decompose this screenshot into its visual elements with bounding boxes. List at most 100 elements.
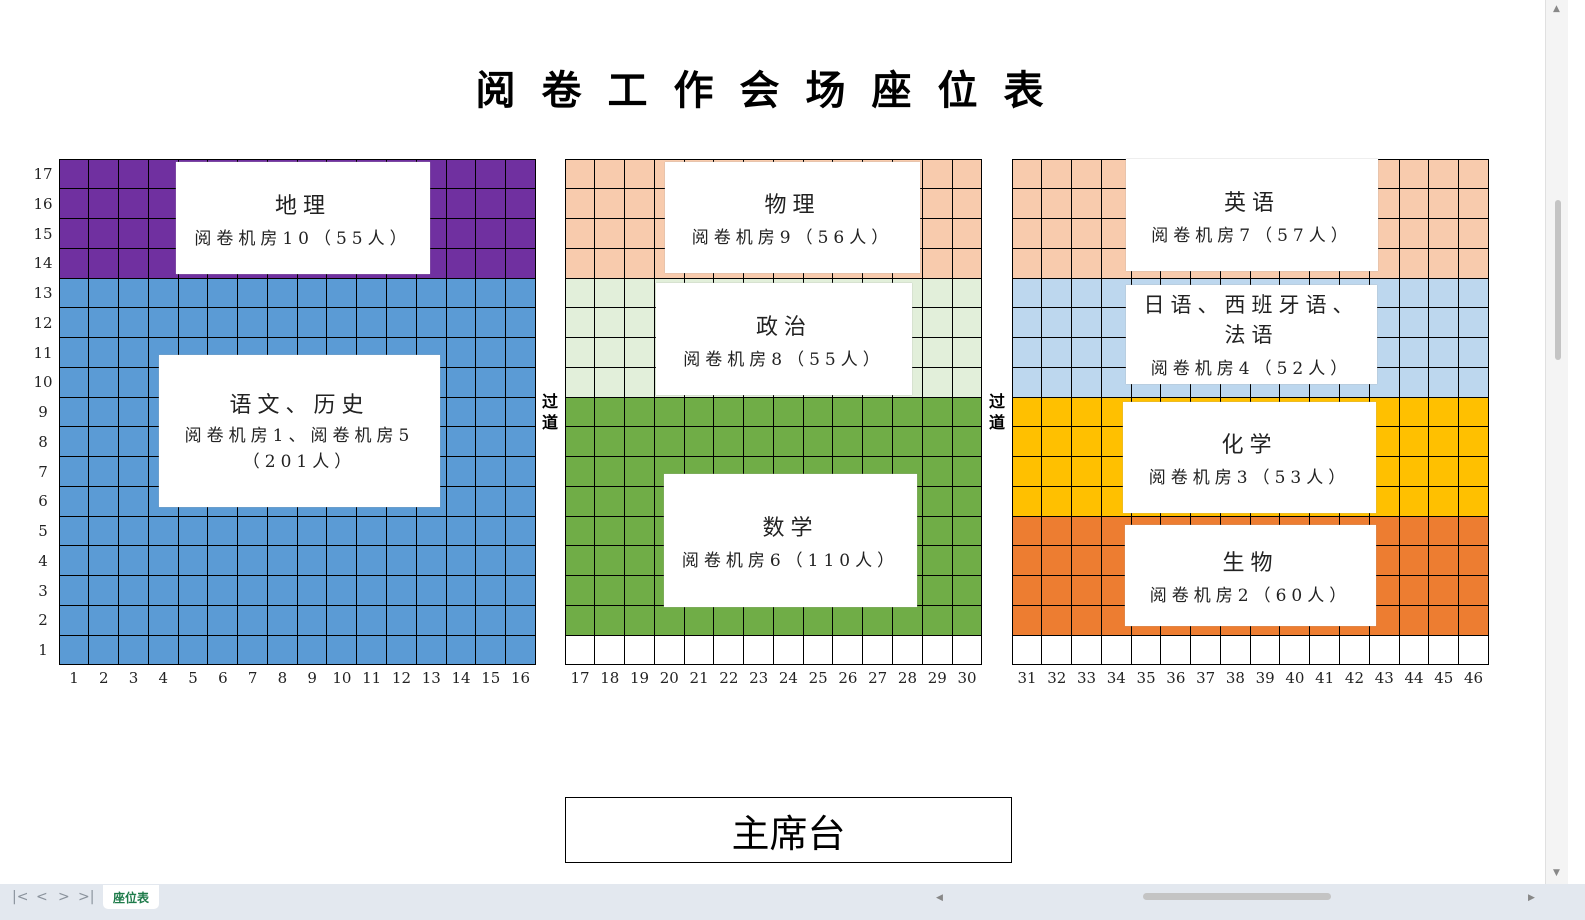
seat-cell[interactable]: [624, 218, 655, 249]
seat-cell[interactable]: [237, 277, 268, 309]
seat-cell[interactable]: [1219, 634, 1251, 666]
seat-cell[interactable]: [951, 575, 983, 606]
seat-cell[interactable]: [624, 307, 655, 339]
seat-cell[interactable]: [88, 545, 120, 577]
scroll-right-icon[interactable]: ▶: [1528, 893, 1535, 903]
seat-cell[interactable]: [385, 545, 417, 577]
seat-cell[interactable]: [58, 634, 90, 666]
seat-cell[interactable]: [743, 396, 774, 428]
seat-cell[interactable]: [266, 604, 298, 636]
seat-cell[interactable]: [683, 396, 715, 428]
seat-cell[interactable]: [1398, 634, 1430, 666]
scroll-down-icon[interactable]: ▼: [1553, 868, 1560, 878]
seat-cell[interactable]: [415, 604, 447, 636]
seat-cell[interactable]: [832, 396, 864, 428]
seat-cell[interactable]: [594, 604, 626, 636]
seat-cell[interactable]: [1458, 634, 1489, 666]
seat-cell[interactable]: [177, 307, 209, 339]
seat-cell[interactable]: [1428, 247, 1460, 279]
seat-cell[interactable]: [58, 366, 90, 398]
seat-cell[interactable]: [475, 545, 507, 577]
seat-cell[interactable]: [1071, 247, 1102, 279]
seat-cell[interactable]: [1428, 158, 1460, 190]
seat-cell[interactable]: [147, 218, 179, 249]
seat-cell[interactable]: [237, 307, 268, 339]
seat-cell[interactable]: [1458, 218, 1489, 249]
seat-cell[interactable]: [951, 158, 983, 190]
seat-cell[interactable]: [1458, 426, 1489, 458]
seat-cell[interactable]: [1428, 515, 1460, 547]
seat-cell[interactable]: [564, 634, 596, 666]
seat-cell[interactable]: [1041, 218, 1073, 249]
last-sheet-icon[interactable]: >|: [78, 889, 95, 905]
seat-cell[interactable]: [564, 575, 596, 606]
seat-cell[interactable]: [1279, 634, 1311, 666]
seat-cell[interactable]: [1398, 247, 1430, 279]
seat-cell[interactable]: [594, 634, 626, 666]
seat-cell[interactable]: [326, 515, 358, 547]
seat-cell[interactable]: [594, 396, 626, 428]
seat-cell[interactable]: [1249, 634, 1281, 666]
seat-cell[interactable]: [505, 456, 536, 487]
seat-cell[interactable]: [564, 456, 596, 487]
seat-cell[interactable]: [475, 188, 507, 219]
seat-cell[interactable]: [147, 307, 179, 339]
seat-cell[interactable]: [1011, 545, 1043, 577]
seat-cell[interactable]: [505, 634, 536, 666]
seat-cell[interactable]: [1398, 515, 1430, 547]
seat-cell[interactable]: [118, 337, 149, 368]
seat-cell[interactable]: [951, 277, 983, 309]
seat-cell[interactable]: [624, 277, 655, 309]
seat-cell[interactable]: [505, 277, 536, 309]
seat-cell[interactable]: [594, 218, 626, 249]
seat-cell[interactable]: [1071, 634, 1102, 666]
seat-cell[interactable]: [1190, 634, 1221, 666]
seat-cell[interactable]: [1071, 307, 1102, 339]
seat-cell[interactable]: [921, 247, 953, 279]
seat-cell[interactable]: [862, 634, 893, 666]
seat-cell[interactable]: [88, 575, 120, 606]
seat-cell[interactable]: [683, 426, 715, 458]
seat-cell[interactable]: [177, 604, 209, 636]
seat-cell[interactable]: [1041, 545, 1073, 577]
seat-cell[interactable]: [921, 307, 953, 339]
seat-cell[interactable]: [237, 604, 268, 636]
seat-cell[interactable]: [1041, 277, 1073, 309]
seat-cell[interactable]: [951, 515, 983, 547]
seat-cell[interactable]: [1041, 575, 1073, 606]
seat-cell[interactable]: [475, 456, 507, 487]
seat-cell[interactable]: [951, 366, 983, 398]
seat-cell[interactable]: [475, 604, 507, 636]
seat-cell[interactable]: [475, 396, 507, 428]
prev-sheet-icon[interactable]: <: [36, 889, 48, 905]
seat-cell[interactable]: [1398, 485, 1430, 517]
seat-cell[interactable]: [1428, 426, 1460, 458]
seat-cell[interactable]: [58, 277, 90, 309]
seat-cell[interactable]: [505, 218, 536, 249]
seat-cell[interactable]: [445, 277, 477, 309]
seat-cell[interactable]: [356, 604, 387, 636]
seat-cell[interactable]: [58, 247, 90, 279]
seat-cell[interactable]: [445, 426, 477, 458]
seat-cell[interactable]: [1011, 604, 1043, 636]
seat-cell[interactable]: [237, 634, 268, 666]
seat-cell[interactable]: [951, 337, 983, 368]
seat-cell[interactable]: [445, 634, 477, 666]
seat-cell[interactable]: [1398, 277, 1430, 309]
seat-cell[interactable]: [207, 634, 239, 666]
seat-cell[interactable]: [1428, 396, 1460, 428]
seat-cell[interactable]: [1071, 456, 1102, 487]
seat-cell[interactable]: [1011, 218, 1043, 249]
seat-cell[interactable]: [475, 515, 507, 547]
seat-cell[interactable]: [921, 366, 953, 398]
seat-cell[interactable]: [713, 426, 745, 458]
seat-cell[interactable]: [88, 485, 120, 517]
seat-cell[interactable]: [1428, 277, 1460, 309]
seat-cell[interactable]: [1458, 366, 1489, 398]
seat-cell[interactable]: [118, 396, 149, 428]
seat-cell[interactable]: [1071, 575, 1102, 606]
seat-cell[interactable]: [445, 575, 477, 606]
seat-cell[interactable]: [118, 158, 149, 190]
seat-cell[interactable]: [624, 575, 655, 606]
seat-cell[interactable]: [1428, 485, 1460, 517]
